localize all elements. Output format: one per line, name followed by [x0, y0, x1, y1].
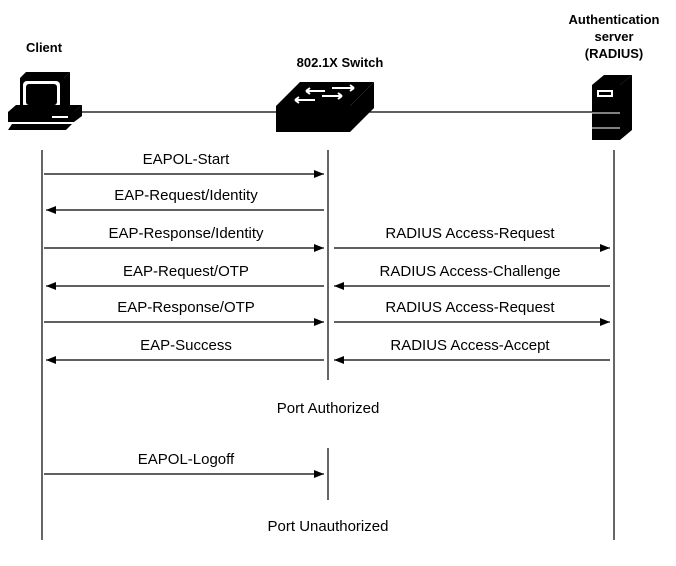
- state-port-unauthorized: Port Unauthorized: [268, 518, 389, 535]
- message-label: EAP-Request/Identity: [114, 187, 258, 204]
- message-label: RADIUS Access-Accept: [390, 337, 550, 354]
- message-label: RADIUS Access-Challenge: [380, 263, 561, 280]
- server-label-line-3: (RADIUS): [585, 46, 644, 61]
- server-label-line-1: Authentication: [569, 12, 660, 27]
- message-label: EAPOL-Start: [143, 151, 231, 168]
- state-port-authorized: Port Authorized: [277, 400, 380, 417]
- message-label: EAPOL-Logoff: [138, 451, 235, 468]
- message-label: EAP-Success: [140, 337, 232, 354]
- message-label: EAP-Request/OTP: [123, 263, 249, 280]
- message-label: RADIUS Access-Request: [385, 225, 555, 242]
- message-label: EAP-Response/OTP: [117, 299, 255, 316]
- message-label: EAP-Response/Identity: [108, 225, 264, 242]
- message-label: RADIUS Access-Request: [385, 299, 555, 316]
- server-label-line-2: server: [594, 29, 633, 44]
- client-label: Client: [26, 40, 63, 55]
- server-tower-icon: [592, 75, 632, 140]
- desktop-computer-icon: [8, 72, 82, 130]
- network-switch-icon: [276, 82, 374, 132]
- switch-label: 802.1X Switch: [297, 55, 384, 70]
